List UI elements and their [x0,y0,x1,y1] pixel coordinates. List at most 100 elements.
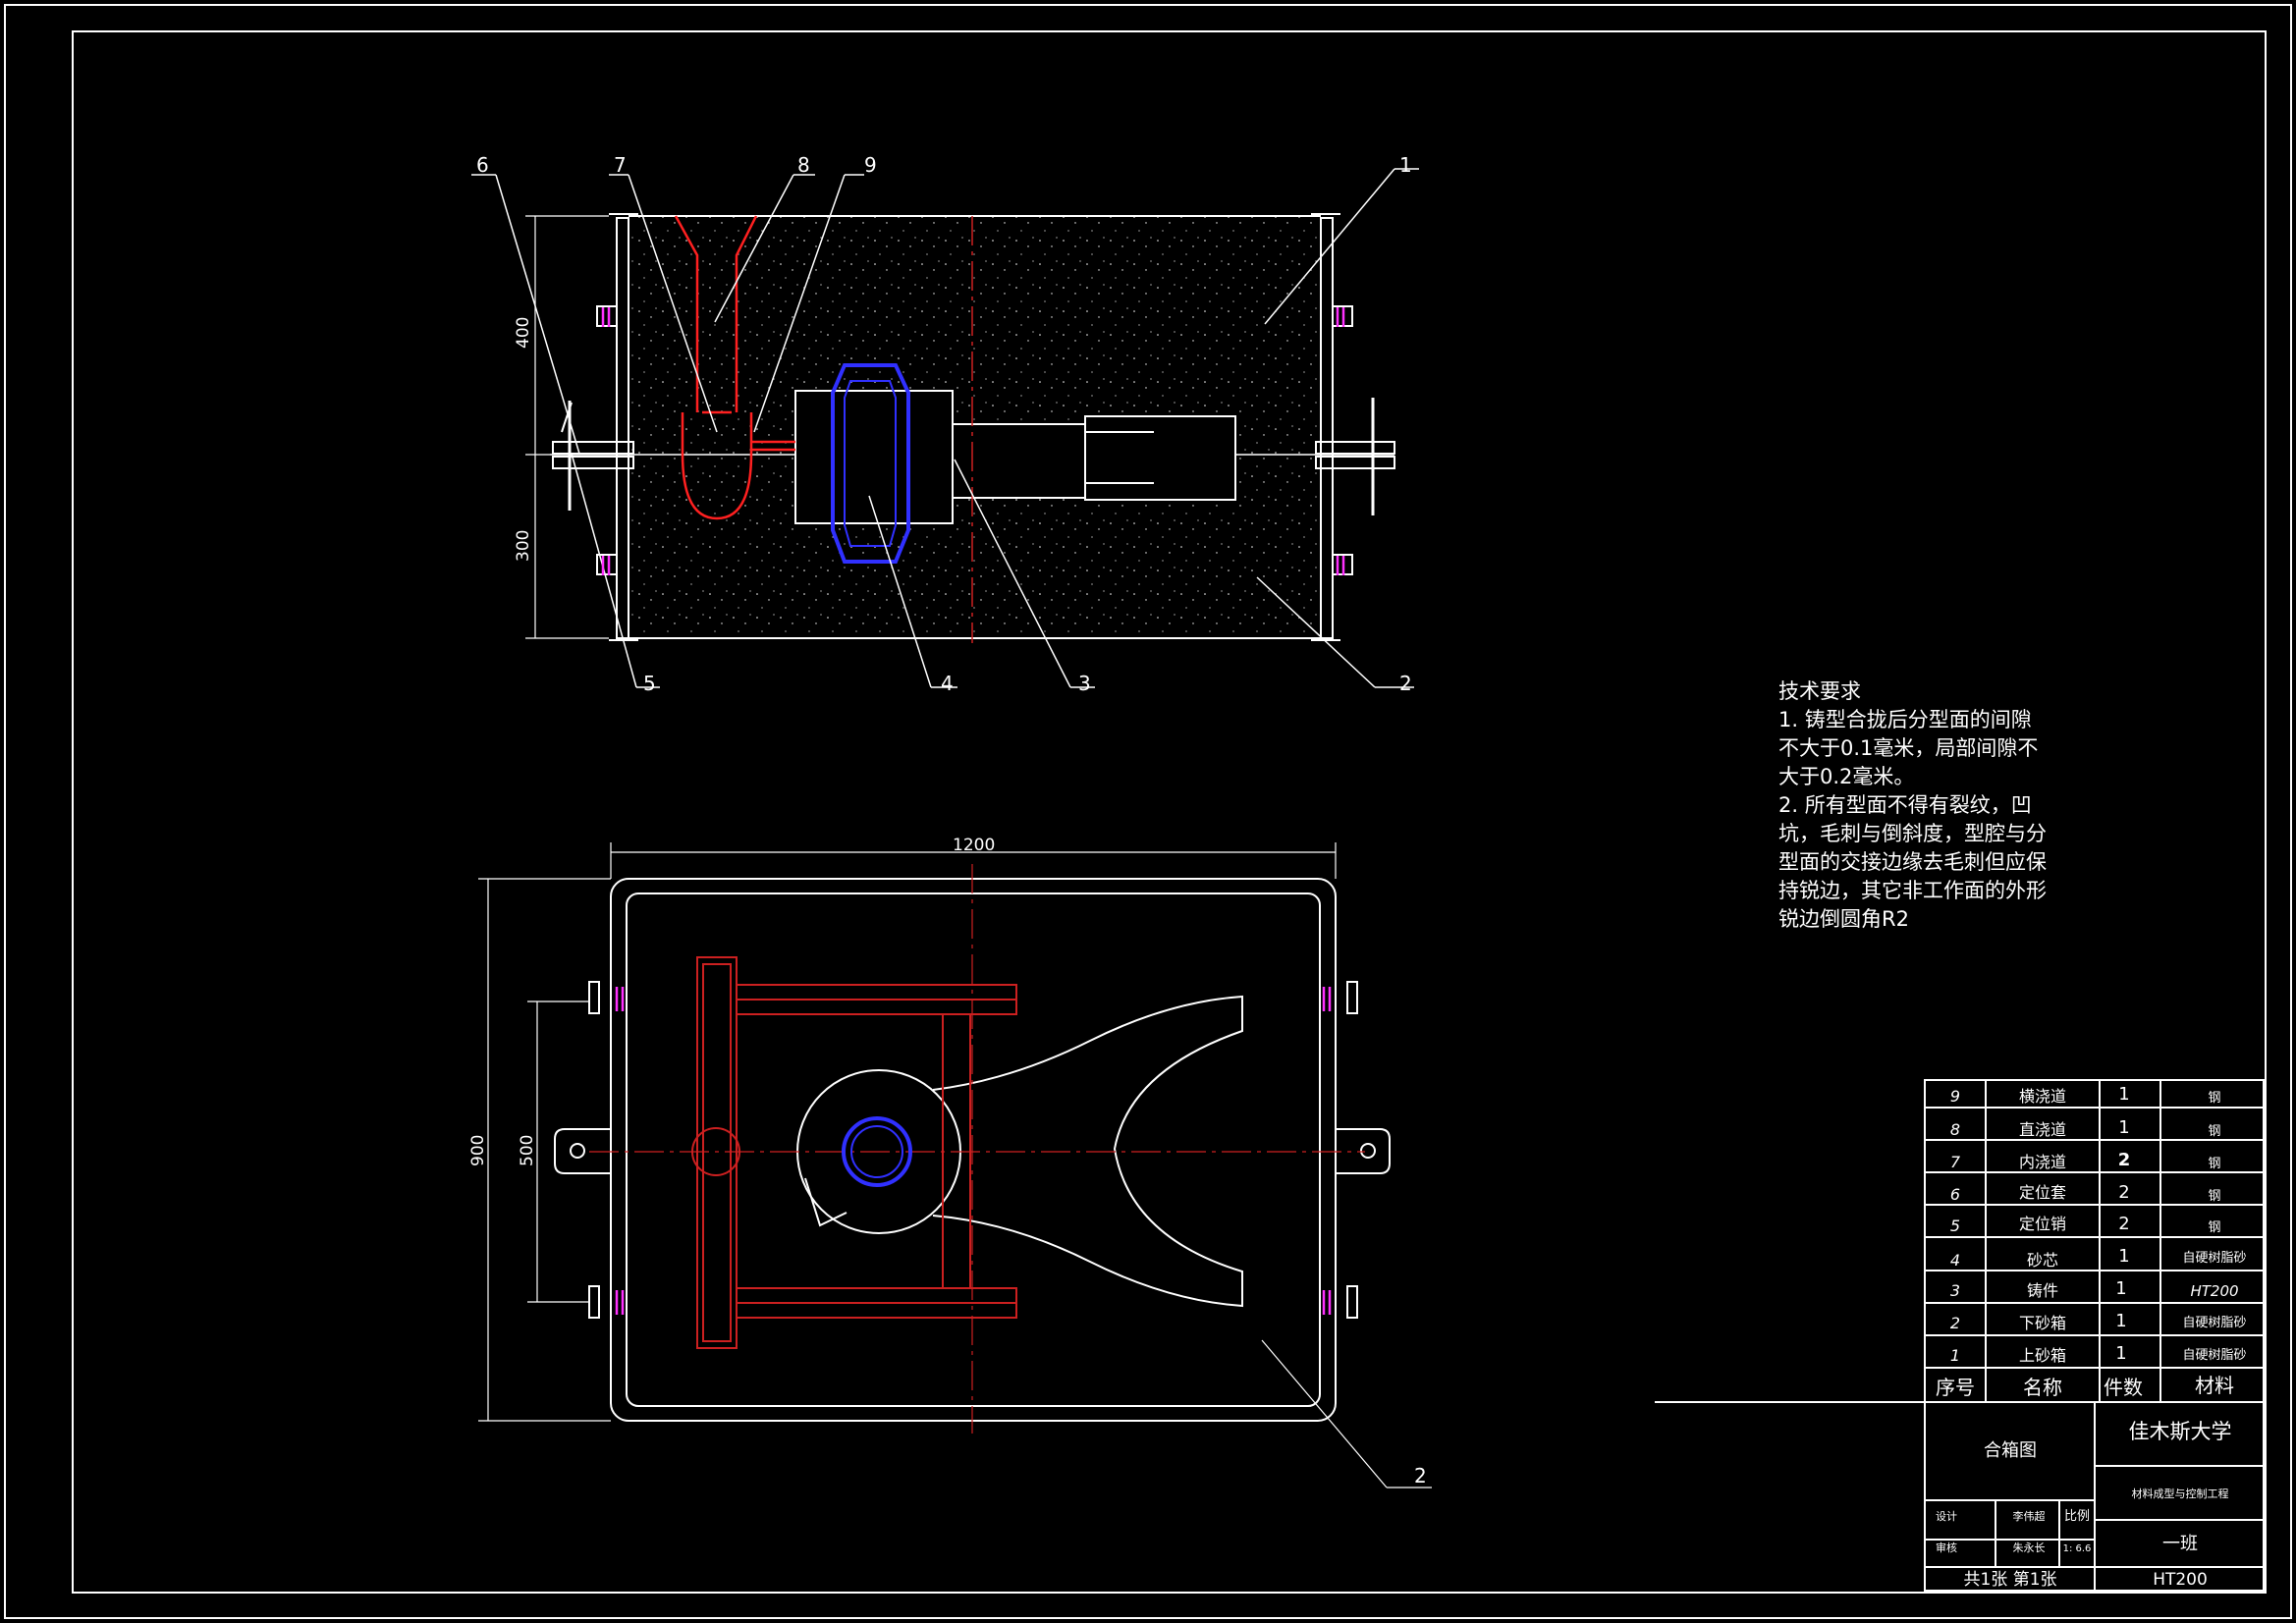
tech-line-8: 锐边倒圆角R2 [1778,907,1909,931]
row2-name: 下砂箱 [2019,1314,2066,1332]
row2-no: 2 [1950,1314,1960,1332]
row4-no: 4 [1950,1251,1960,1270]
tech-line-6: 型面的交接边缘去毛刺但应保 [1778,850,2047,874]
scale-label: 比例 [2064,1509,2090,1524]
row4-mat: 自硬树脂砂 [2182,1251,2246,1266]
core-plan [842,1116,912,1187]
tech-line-1: 1. 铸型合拢后分型面的间隙 [1778,708,2032,731]
right-flask-wall [1320,217,1334,639]
row5-no: 5 [1950,1217,1960,1235]
section-view [550,213,1395,643]
row7-no: 7 [1950,1153,1961,1171]
drawing-name: 合箱图 [1984,1440,2037,1461]
sprue [674,215,758,412]
row9-mat: 钢 [2208,1091,2220,1106]
row8-mat: 钢 [2208,1124,2220,1139]
row9-no: 9 [1950,1087,1960,1106]
tech-title: 技术要求 [1778,679,1861,703]
balloon-7: 7 [614,153,627,177]
balloon-3: 3 [1078,672,1091,695]
dim-900: 900 [468,1135,488,1166]
gating-system [674,215,795,520]
row8-qty: 1 [2118,1117,2129,1138]
tech-line-7: 持锐边，其它非工作面的外形 [1778,879,2047,902]
dim-400: 400 [514,317,533,349]
row3-qty: 1 [2115,1278,2126,1299]
title-block-text: 合箱图 佳木斯大学 材料成型与控制工程 一班 设计 李伟超 审核 朱永长 比例 … [1936,1420,2232,1590]
section-leaders [471,168,1419,688]
header-mat: 材料 [2195,1374,2234,1397]
tech-line-4: 2. 所有型面不得有裂纹，凹 [1778,793,2032,817]
row9-qty: 1 [2118,1084,2129,1105]
dim-1200: 1200 [953,836,995,855]
dim-300: 300 [514,530,533,562]
row5-name: 定位销 [2019,1215,2066,1233]
header-qty: 件数 [2104,1376,2143,1399]
row4-name: 砂芯 [2027,1251,2058,1270]
row7-qty: 2 [2118,1150,2131,1170]
row3-no: 3 [1950,1281,1960,1300]
tech-line-2: 不大于0.1毫米，局部间隙不 [1778,736,2039,760]
row5-qty: 2 [2118,1214,2129,1234]
row1-qty: 1 [2115,1343,2126,1364]
row6-no: 6 [1950,1185,1960,1204]
row3-name: 铸件 [2027,1281,2058,1300]
header-no: 序号 [1936,1376,1975,1399]
class-name: 一班 [2162,1534,2198,1554]
tech-line-3: 大于0.2毫米。 [1778,765,1915,788]
casting-hub [794,390,954,524]
row5-mat: 钢 [2208,1220,2220,1235]
balloon-5: 5 [643,672,656,695]
scale-value: 1: 6.6 [2063,1543,2092,1554]
balloon-8: 8 [797,153,810,177]
sheet-count: 共1张 第1张 [1963,1570,2056,1590]
row8-name: 直浇道 [2019,1120,2066,1139]
balloon-labels: 1 2 3 4 5 6 7 8 9 2 [476,153,1427,1488]
left-flask-wall [616,217,629,639]
flask-outer [610,878,1337,1422]
balloon-1: 1 [1399,153,1412,177]
plan-dimensions [478,842,1432,1488]
gating-plan [589,864,1365,1434]
sprue-well [681,412,753,520]
row3-mat: HT200 [2190,1282,2238,1300]
balloon-9: 9 [864,153,877,177]
check-label: 审核 [1936,1541,1957,1554]
row4-qty: 1 [2118,1246,2129,1267]
row2-mat: 自硬树脂砂 [2182,1316,2246,1330]
row2-qty: 1 [2115,1311,2126,1331]
design-label: 设计 [1936,1510,1957,1523]
dim-500: 500 [518,1135,537,1166]
check-name: 朱永长 [2013,1541,2046,1554]
header-name: 名称 [2023,1376,2062,1399]
runner [751,440,795,452]
row1-name: 上砂箱 [2019,1346,2066,1365]
outer-frame [4,4,2292,1619]
dimension-labels: 400 300 1200 900 500 [468,317,995,1166]
balloon-6: 6 [476,153,489,177]
parts-rows: 9 横浇道 1 钢 8 直浇道 1 钢 7 内浇道 2 钢 6 定位套 2 钢 … [1936,1084,2247,1399]
casting-fork [932,995,1243,1308]
locating-pins [601,307,1345,1315]
row6-mat: 钢 [2208,1189,2220,1204]
flask-inner [626,893,1321,1407]
tech-line-5: 坑，毛刺与倒斜度，型腔与分 [1778,822,2047,845]
inner-frame [72,30,2267,1594]
row7-mat: 钢 [2208,1157,2220,1171]
technical-requirements: 技术要求 1. 铸型合拢后分型面的间隙 不大于0.1毫米，局部间隙不 大于0.2… [1778,677,2093,934]
design-name: 李伟超 [2013,1509,2046,1523]
row1-no: 1 [1950,1346,1960,1365]
material-spec: HT200 [2153,1570,2208,1590]
balloon-2: 2 [1399,672,1412,695]
row8-no: 8 [1950,1120,1960,1139]
school-name: 佳木斯大学 [2129,1420,2232,1443]
row6-qty: 2 [2118,1182,2129,1203]
balloon-2-plan: 2 [1414,1464,1427,1488]
major-name: 材料成型与控制工程 [2132,1487,2229,1500]
sand-core [831,363,910,564]
section-dimensions [525,215,609,639]
title-block [1924,1401,2265,1592]
row9-name: 横浇道 [2019,1087,2066,1106]
row1-mat: 自硬树脂砂 [2182,1348,2246,1363]
